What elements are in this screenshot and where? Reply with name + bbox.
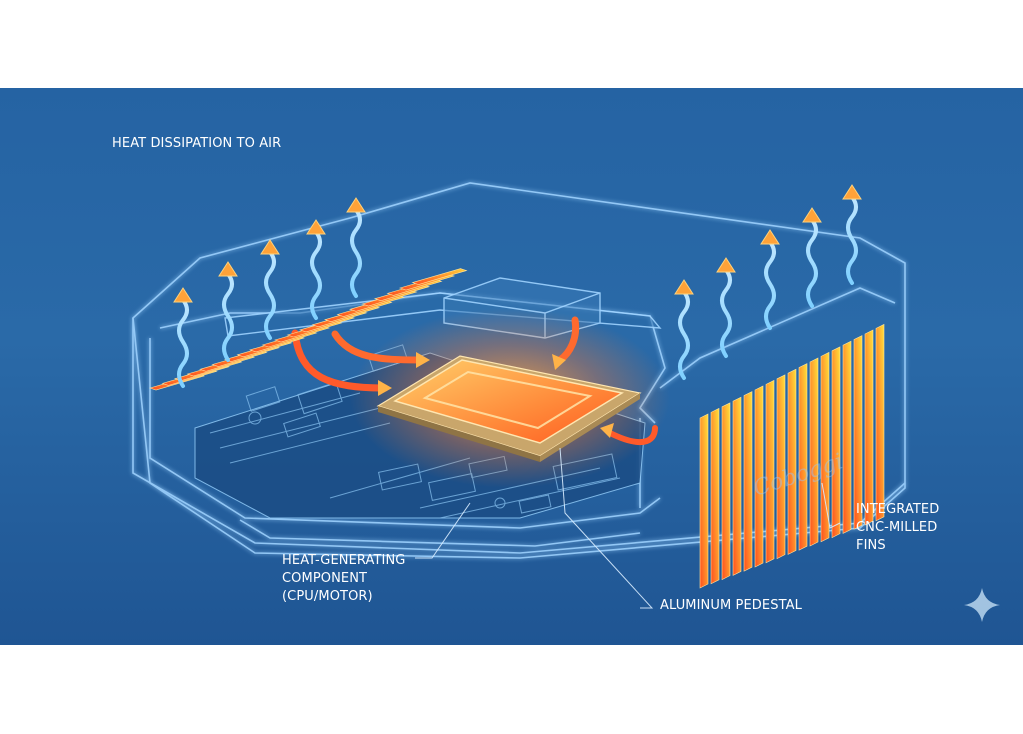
heat-arrow-icon <box>802 207 822 223</box>
heat-arrow-icon <box>716 257 736 273</box>
fin <box>710 407 720 585</box>
fin <box>831 346 841 539</box>
fin <box>732 396 742 576</box>
fin <box>411 268 468 285</box>
heat-wave <box>264 250 276 340</box>
heat-arrow-icon <box>760 229 780 245</box>
heat-dissipation-waves <box>173 184 862 388</box>
heat-wave <box>177 298 189 388</box>
heat-arrow-icon <box>260 239 280 255</box>
sparkle-icon <box>964 588 1000 622</box>
label-fins: INTEGRATED CNC-MILLED FINS <box>856 502 940 553</box>
thermal-diagram: HEAT DISSIPATION TO AIR HEAT-GENERATING … <box>0 88 1023 645</box>
heat-wave <box>806 218 818 308</box>
fin <box>699 413 709 589</box>
fin <box>787 368 797 555</box>
heat-arrow-icon <box>346 197 366 213</box>
fin <box>721 402 731 581</box>
heat-wave <box>350 208 362 298</box>
fin <box>754 385 764 568</box>
leader-lines <box>415 447 841 609</box>
label-heat-dissipation: HEAT DISSIPATION TO AIR <box>112 136 282 151</box>
fin <box>743 391 753 572</box>
fin <box>853 335 863 530</box>
heat-arrow-icon <box>218 261 238 277</box>
fin <box>820 351 830 543</box>
diagram-drawing <box>132 182 1000 622</box>
heat-wave <box>764 240 776 330</box>
fin <box>875 323 885 522</box>
internal-heat-arrows <box>291 316 658 446</box>
heat-wave <box>678 290 690 380</box>
heat-arrow-icon <box>674 279 694 295</box>
fin <box>798 363 808 551</box>
heat-wave <box>720 268 732 358</box>
label-aluminum-pedestal: ALUMINUM PEDESTAL <box>660 598 802 613</box>
fin <box>776 374 786 560</box>
heat-wave <box>310 230 322 320</box>
right-fins <box>699 323 885 589</box>
fin <box>809 357 819 547</box>
fin <box>765 379 775 564</box>
fin <box>842 340 852 534</box>
internal-arrow-heads <box>378 352 614 438</box>
heat-arrow-icon <box>842 184 862 200</box>
heat-arrow-icon <box>173 287 193 303</box>
cpu-chip <box>393 359 625 444</box>
heat-arrow-icon <box>306 219 326 235</box>
heat-wave <box>846 195 858 285</box>
fin <box>864 329 874 526</box>
label-heat-component: HEAT-GENERATING COMPONENT (CPU/MOTOR) <box>282 553 406 604</box>
heat-wave <box>222 272 234 362</box>
